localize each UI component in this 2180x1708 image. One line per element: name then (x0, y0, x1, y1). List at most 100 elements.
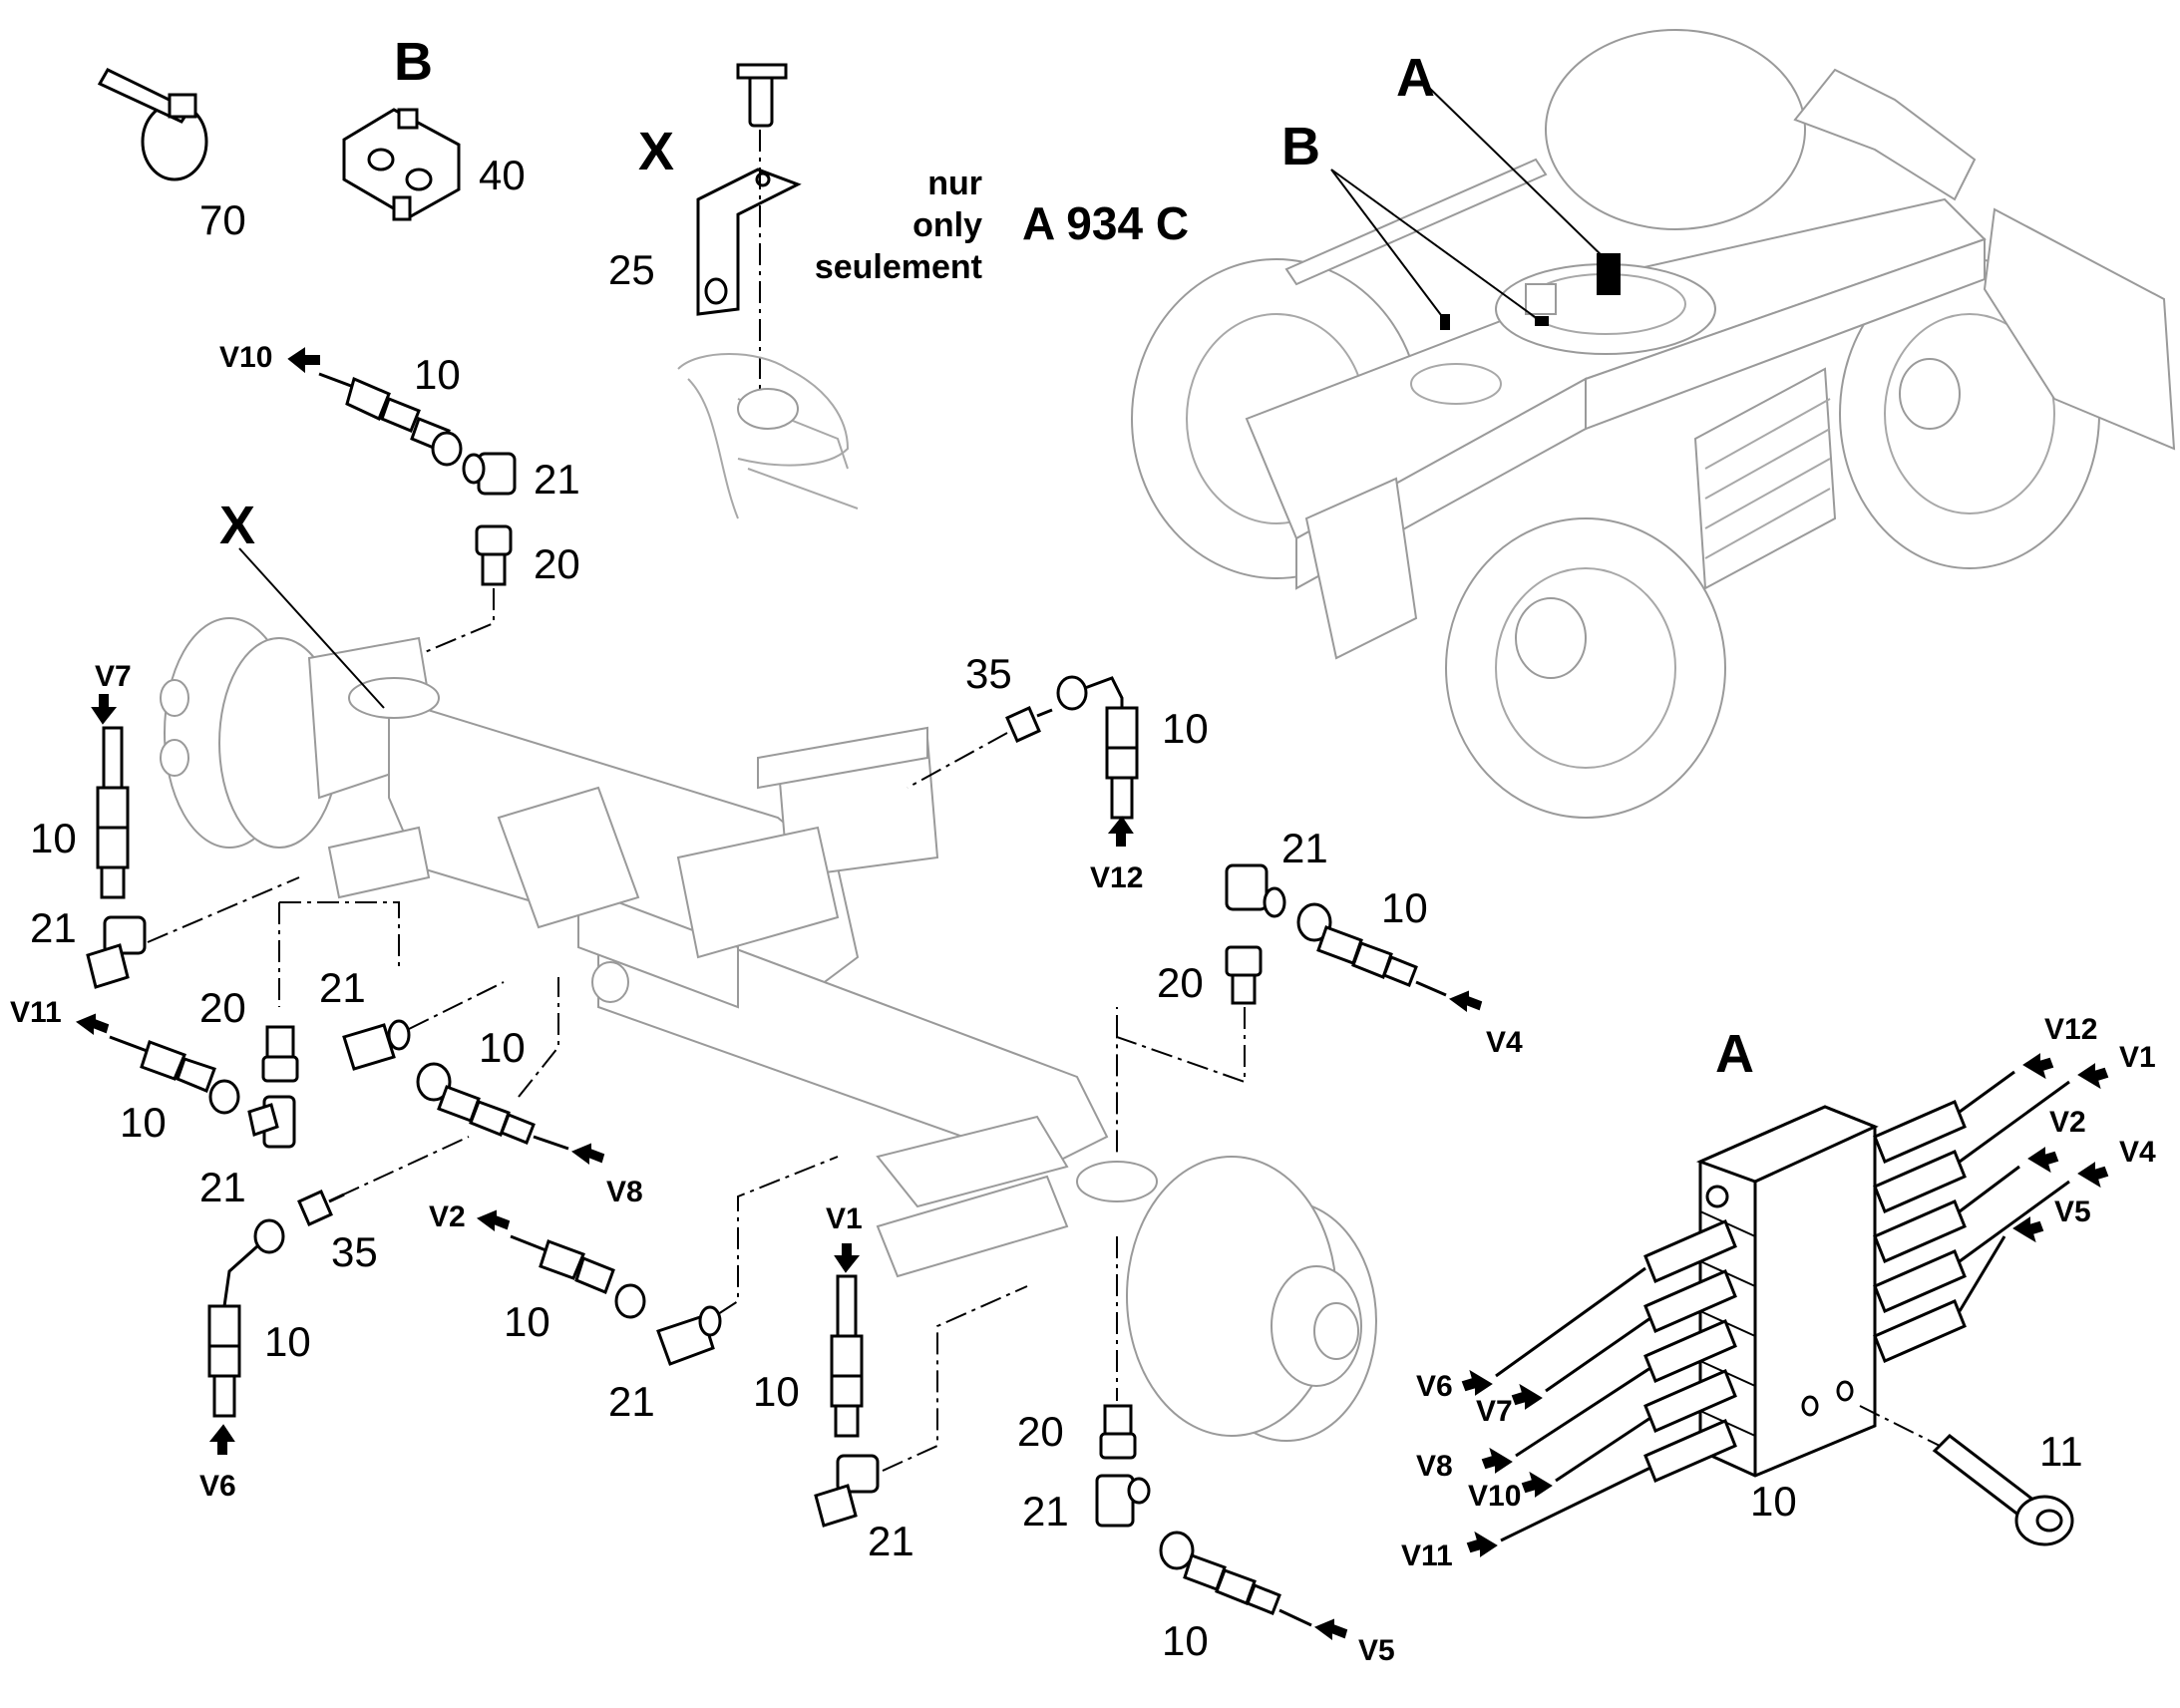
elbow-fitting-top (462, 452, 517, 496)
port-blk-v8: V8 (1416, 1450, 1453, 1483)
dash-35-left (338, 1136, 470, 1197)
arrow-blk-v8 (1481, 1447, 1513, 1474)
hose-fitting-v8 (416, 1062, 569, 1151)
leader-b1 (1330, 169, 1539, 320)
dash-top (398, 588, 495, 664)
socket-screw-part (1932, 1434, 2074, 1546)
callout-10-v4: 10 (1381, 884, 1428, 931)
callout-10-v5: 10 (1162, 1617, 1209, 1664)
port-v8: V8 (606, 1176, 643, 1208)
arrow-v5 (1313, 1618, 1348, 1640)
dash-v8 (518, 977, 559, 1098)
axle-assembly (160, 617, 1377, 1442)
callout-21-left: 21 (30, 904, 77, 951)
port-blk-v11: V11 (1401, 1539, 1453, 1572)
port-v7: V7 (95, 660, 132, 693)
elbow-fitting-bottom-left (656, 1305, 722, 1366)
elbow-fitting-right (1225, 863, 1286, 918)
callout-10-block: 10 (1750, 1478, 1797, 1525)
port-blk-v7: V7 (1476, 1395, 1513, 1428)
port-blk-v12: V12 (2044, 1013, 2097, 1046)
adapter-top (475, 524, 513, 586)
arrow-blk-v1 (2077, 1063, 2109, 1090)
dash-mid-c (408, 981, 505, 1030)
arrow-blk-v5 (2012, 1216, 2044, 1243)
tee-fitting-bottom (1095, 1474, 1151, 1528)
port-blk-v6: V6 (1416, 1370, 1453, 1403)
arrow-v1 (834, 1243, 861, 1273)
letter-b-parts: B (394, 32, 433, 92)
arrow-blk-v7 (1511, 1383, 1543, 1410)
callout-21-v1: 21 (868, 1518, 914, 1564)
arrow-v4 (1448, 990, 1483, 1012)
tee-fitting-v1 (814, 1454, 880, 1528)
letter-b-vehicle: B (1281, 117, 1320, 176)
tee-fitting-v11 (247, 1095, 296, 1149)
note-seulement: seulement (815, 248, 982, 286)
callout-21-bottom-left: 21 (608, 1378, 655, 1425)
port-v11: V11 (10, 996, 62, 1029)
dash-v1 (882, 1285, 1028, 1472)
vehicle-overview (1131, 29, 2176, 819)
dash-v2 (717, 1156, 839, 1315)
clamp-b-part (342, 108, 461, 221)
adapter-mid (261, 1025, 299, 1083)
arrow-blk-v4 (2077, 1162, 2109, 1189)
callout-10-v1: 10 (753, 1368, 800, 1415)
letter-x-axle: X (219, 496, 255, 555)
port-v12: V12 (1090, 861, 1143, 894)
note-nur: nur (927, 165, 982, 202)
callout-10-v7: 10 (30, 815, 77, 861)
hose-fitting-v1 (830, 1274, 864, 1438)
adapter-right (1225, 945, 1263, 1005)
dash-mid-a (279, 901, 400, 972)
block-fittings-right (1873, 1070, 2070, 1363)
callout-21-v11: 21 (199, 1164, 246, 1210)
arrow-v11 (75, 1013, 110, 1035)
hose-fitting-v10 (318, 372, 463, 467)
callout-11: 11 (2039, 1428, 2083, 1475)
port-blk-v5: V5 (2054, 1196, 2091, 1228)
arrow-blk-v11 (1466, 1531, 1498, 1557)
port-v5: V5 (1358, 1634, 1395, 1667)
hose-fitting-v7 (96, 726, 130, 899)
callout-20-right: 20 (1157, 959, 1204, 1006)
arrow-v10 (287, 347, 320, 374)
callout-21-mid: 21 (319, 964, 366, 1011)
port-v1: V1 (826, 1202, 863, 1235)
arrow-blk-v6 (1461, 1369, 1493, 1396)
port-blk-v4: V4 (2119, 1136, 2156, 1169)
hose-fitting-v12 (1056, 675, 1139, 820)
hose-fitting-v2 (510, 1234, 646, 1319)
arrow-v6 (208, 1424, 235, 1455)
callout-40: 40 (479, 152, 526, 198)
callout-35-left: 35 (331, 1228, 378, 1275)
arrow-v2 (476, 1209, 511, 1231)
hose-fitting-v11 (109, 1035, 240, 1115)
bracket-x-part (696, 63, 802, 316)
hose-fitting-v6 (207, 1218, 285, 1418)
dash-35-right (907, 732, 1008, 789)
callout-21-top: 21 (534, 456, 580, 503)
port-blk-v10: V10 (1468, 1480, 1521, 1513)
cable-tie-part (97, 68, 208, 181)
leader-b2 (1330, 169, 1445, 320)
block-fittings-left (1495, 1219, 1737, 1542)
arrow-v8 (570, 1143, 605, 1165)
callout-20-top: 20 (534, 540, 580, 587)
callout-10-v2: 10 (504, 1298, 550, 1345)
arrow-blk-v2 (2027, 1147, 2059, 1174)
port-blk-v1: V1 (2119, 1041, 2156, 1074)
connector-35-right (1005, 706, 1053, 743)
callout-10-v11: 10 (120, 1099, 167, 1146)
callout-10-top: 10 (414, 351, 461, 398)
callout-10-v6: 10 (264, 1318, 311, 1365)
callout-21-right: 21 (1281, 825, 1328, 871)
arrow-v12 (1107, 816, 1134, 847)
port-v2: V2 (429, 1200, 466, 1233)
dash-screw (1859, 1405, 1941, 1447)
letter-a-block: A (1715, 1024, 1754, 1084)
dash-right (1116, 1007, 1246, 1157)
callout-35-right: 35 (965, 650, 1012, 697)
